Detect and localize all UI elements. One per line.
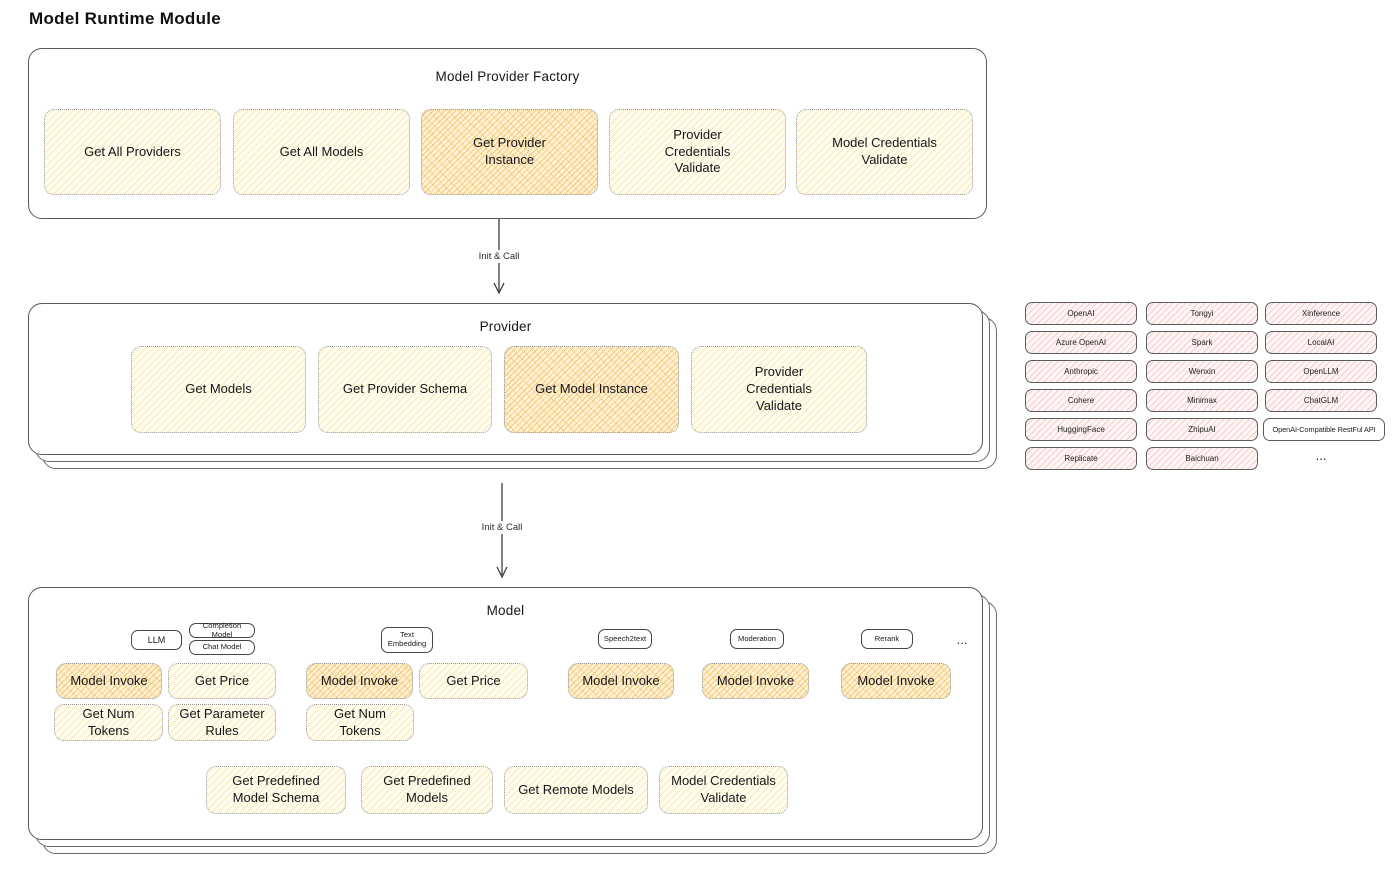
node-get-provider-instance: Get Provider Instance — [421, 109, 598, 195]
provider-chip-localai: LocalAI — [1265, 331, 1377, 354]
tag-speech2text: Speech2text — [598, 629, 652, 649]
provider-chip-tongyi: Tongyi — [1146, 302, 1258, 325]
provider-chip-more: ... — [1315, 448, 1327, 463]
node-llm-get-num-tokens: Get Num Tokens — [54, 704, 163, 741]
tag-rerank: Rerank — [861, 629, 913, 649]
provider-chip-zhipuai: ZhipuAI — [1146, 418, 1258, 441]
node-model-credentials-validate: Model Credentials Validate — [796, 109, 973, 195]
provider-chip-openllm: OpenLLM — [1265, 360, 1377, 383]
arrow-label-init-call-1: Init & Call — [459, 250, 539, 263]
node-moderation-model-invoke: Model Invoke — [702, 663, 809, 699]
provider-chip-huggingface: HuggingFace — [1025, 418, 1137, 441]
node-get-remote-models: Get Remote Models — [504, 766, 648, 814]
page-title: Model Runtime Module — [29, 9, 222, 28]
node-provider-credentials-validate: Provider Credentials Validate — [609, 109, 786, 195]
tag-more: ... — [956, 631, 968, 647]
provider-title: Provider — [479, 319, 532, 334]
node-embedding-get-price: Get Price — [419, 663, 528, 699]
provider-chip-xinference: Xinference — [1265, 302, 1377, 325]
provider-chip-replicate: Replicate — [1025, 447, 1137, 470]
tag-completion-model: Completion Model — [189, 621, 255, 638]
node-get-provider-schema: Get Provider Schema — [318, 346, 492, 433]
node-llm-get-parameter-rules: Get Parameter Rules — [168, 704, 276, 741]
arrow-label-init-call-2: Init & Call — [462, 521, 542, 534]
node-speech2text-model-invoke: Model Invoke — [568, 663, 674, 699]
provider-chip-spark: Spark — [1146, 331, 1258, 354]
node-embedding-model-invoke: Model Invoke — [306, 663, 413, 699]
node-get-predefined-model-schema: Get Predefined Model Schema — [206, 766, 346, 814]
model-title: Model — [486, 603, 525, 618]
node-embedding-get-num-tokens: Get Num Tokens — [306, 704, 414, 741]
factory-title: Model Provider Factory — [435, 69, 580, 84]
node-llm-get-price: Get Price — [168, 663, 276, 699]
provider-chip-chatglm: ChatGLM — [1265, 389, 1377, 412]
model-frame: Model LLM Completion Model Chat Model Te… — [28, 587, 983, 840]
factory-frame: Model Provider Factory Get All Providers… — [28, 48, 987, 219]
provider-chip-wenxin: Wenxin — [1146, 360, 1258, 383]
node-rerank-model-invoke: Model Invoke — [841, 663, 951, 699]
provider-chip-anthropic: Anthropic — [1025, 360, 1137, 383]
node-provider-credentials-validate-2: Provider Credentials Validate — [691, 346, 867, 433]
tag-llm: LLM — [131, 630, 182, 650]
node-get-model-instance: Get Model Instance — [504, 346, 679, 433]
node-get-models: Get Models — [131, 346, 306, 433]
tag-text-embedding: Text Embedding — [381, 627, 433, 653]
provider-chip-baichuan: Baichuan — [1146, 447, 1258, 470]
node-llm-model-invoke: Model Invoke — [56, 663, 162, 699]
provider-chip-openai: OpenAI — [1025, 302, 1137, 325]
node-model-credentials-validate-2: Model Credentials Validate — [659, 766, 788, 814]
provider-chip-openai-compatible: OpenAI-Compatible RestFul API — [1263, 418, 1385, 441]
node-get-all-models: Get All Models — [233, 109, 410, 195]
node-get-all-providers: Get All Providers — [44, 109, 221, 195]
node-get-predefined-models: Get Predefined Models — [361, 766, 493, 814]
tag-moderation: Moderation — [730, 629, 784, 649]
provider-chip-cohere: Cohere — [1025, 389, 1137, 412]
provider-chip-azure-openai: Azure OpenAI — [1025, 331, 1137, 354]
provider-chip-minimax: Minimax — [1146, 389, 1258, 412]
provider-frame: Provider Get Models Get Provider Schema … — [28, 303, 983, 455]
tag-chat-model: Chat Model — [189, 640, 255, 655]
